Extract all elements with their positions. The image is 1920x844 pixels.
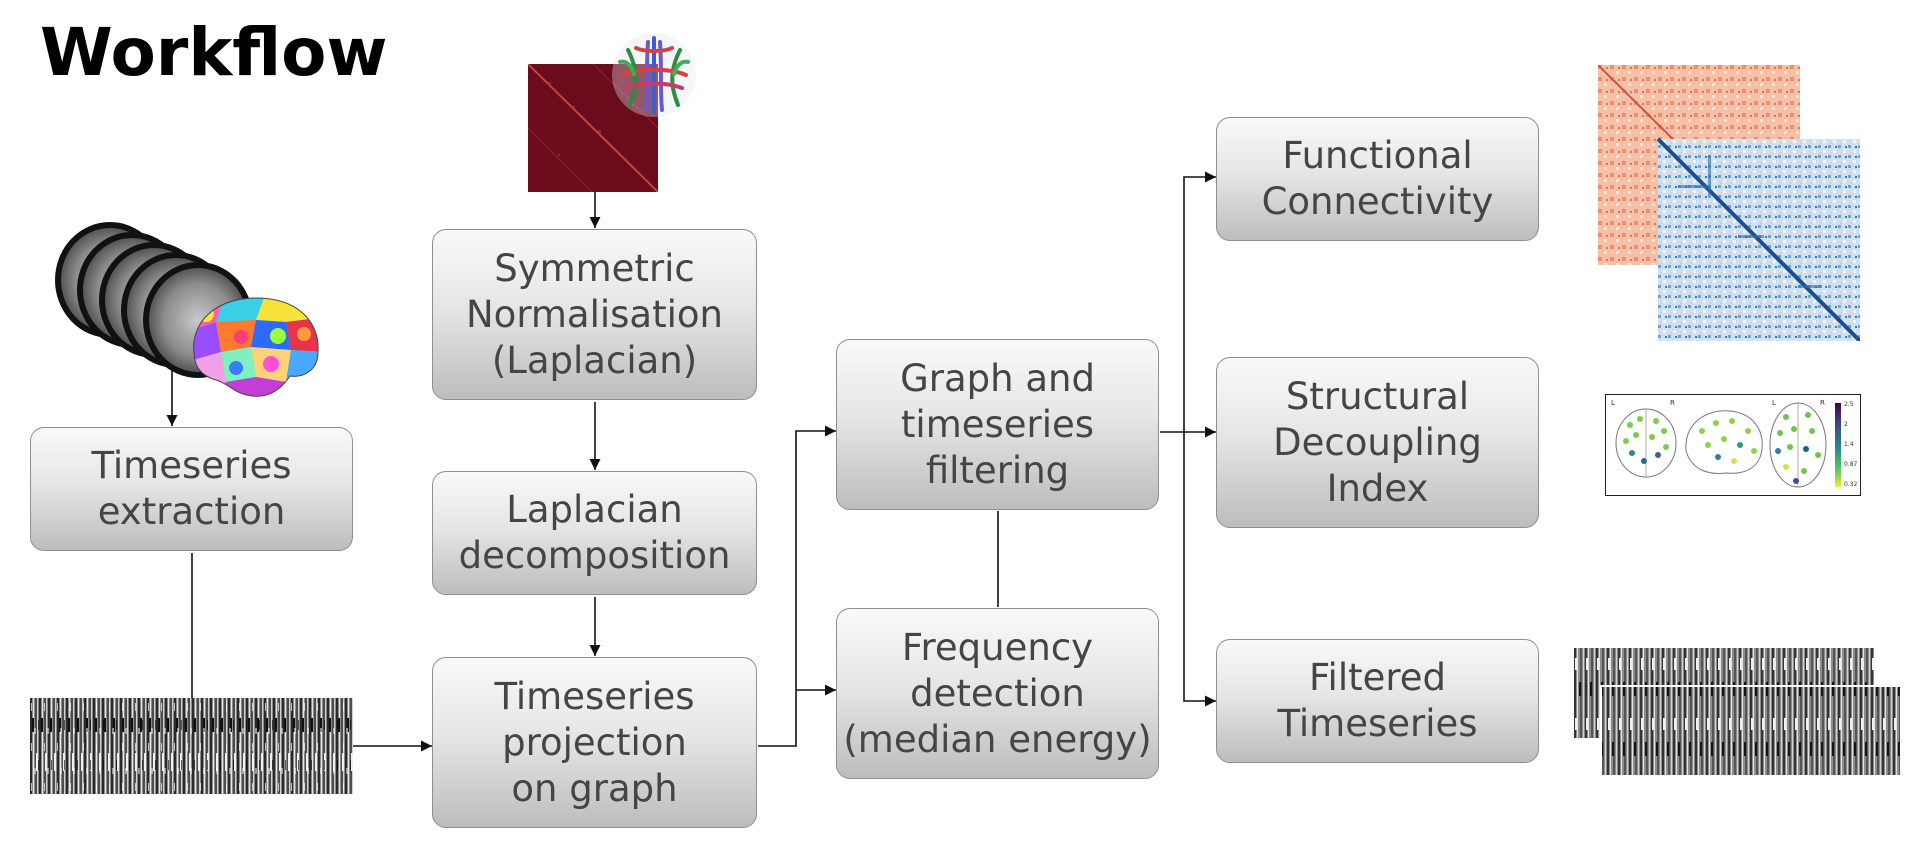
arrow-filtering-to-functional: [1160, 171, 1216, 433]
raw-timeseries-image: [30, 698, 353, 794]
laplacian-decomposition-box: Laplacian decomposition: [432, 471, 757, 595]
timeseries-extraction-box: Timeseries extraction: [30, 427, 353, 551]
colorbar-tick-5: 0.32: [1844, 481, 1858, 488]
functional-connectivity-matrices: [1598, 65, 1860, 341]
arrow-projection-to-filtering: [758, 425, 836, 747]
functional-connectivity-box: Functional Connectivity: [1216, 117, 1539, 241]
tractography-brain-icon: [612, 33, 696, 117]
mri-volumes-icon: [55, 222, 253, 378]
label-l-1: L: [1611, 399, 1615, 407]
label-l-2: L: [1772, 399, 1776, 407]
sagittal-glass-brain: [1685, 410, 1763, 474]
colorbar-tick-2: 2: [1844, 421, 1848, 428]
page-title: Workflow: [40, 14, 388, 91]
colorbar-tick-1: 2.5: [1844, 401, 1854, 408]
colorbar-tick-4: 0.87: [1844, 461, 1858, 468]
timeseries-projection-box: Timeseries projection on graph: [432, 657, 757, 828]
colorbar-tick-3: 1.4: [1844, 441, 1854, 448]
label-r-2: R: [1820, 399, 1825, 407]
glass-brain-plots: L R L R 2.5 2 1.4 0.87 0.32: [1605, 394, 1861, 496]
structural-decoupling-box: Structural Decoupling Index: [1216, 357, 1539, 528]
filtered-timeseries-box: Filtered Timeseries: [1216, 639, 1539, 763]
axial-glass-brain: [1769, 402, 1827, 488]
brain-parcellation-icon: [193, 297, 319, 397]
frequency-detection-box: Frequency detection (median energy): [836, 608, 1159, 779]
arrow-filtering-to-filtered: [1183, 432, 1216, 707]
colorbar: [1835, 403, 1841, 487]
coronal-glass-brain: [1615, 408, 1677, 478]
label-r-1: R: [1670, 399, 1675, 407]
symmetric-normalisation-box: Symmetric Normalisation (Laplacian): [432, 229, 757, 400]
filtered-timeseries-image: [1574, 648, 1901, 776]
graph-filtering-box: Graph and timeseries filtering: [836, 339, 1159, 510]
